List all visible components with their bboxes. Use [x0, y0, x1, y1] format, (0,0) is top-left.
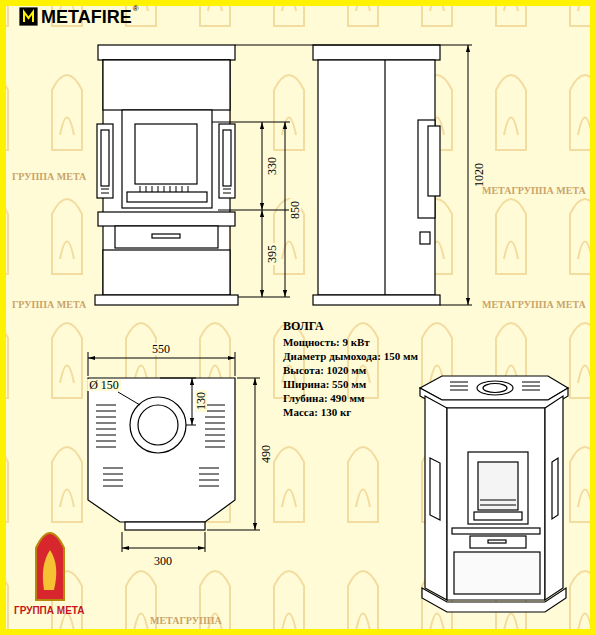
logo-text: METAFIRE — [41, 8, 132, 26]
spec-line: Мощность: 9 кВт — [283, 337, 370, 348]
dimension: 300 — [152, 555, 174, 567]
model-name: ВОЛГА — [283, 320, 324, 332]
dimension: 850 — [289, 199, 301, 221]
registered-mark: ® — [133, 5, 139, 13]
dimension: 130 — [195, 390, 207, 412]
watermark: ГРУППА МЕТА — [12, 172, 86, 182]
dimension: 1020 — [473, 161, 485, 189]
spec-line: Высота: 1020 мм — [283, 365, 366, 376]
spec-line: Ширина: 550 мм — [283, 379, 366, 390]
dimension: 490 — [260, 443, 272, 465]
dimension: 330 — [266, 155, 278, 177]
spec-line: Глубина: 490 мм — [283, 393, 365, 404]
brand-caption: ГРУППА МЕТА — [14, 606, 85, 616]
watermark: МЕТАГРУППА — [150, 616, 222, 626]
watermark: МЕТАГРУППА МЕТА — [482, 300, 586, 310]
spec-line: Диаметр дымохода: 150 мм — [283, 351, 418, 362]
dimension: 550 — [150, 343, 172, 355]
dimension: Ø 150 — [87, 379, 121, 391]
watermark: МЕТАГРУППА МЕТА — [482, 186, 586, 196]
spec-line: Масса: 130 кг — [283, 407, 351, 418]
watermark: ГРУППА МЕТА — [12, 300, 86, 310]
dimension: 395 — [266, 243, 278, 265]
